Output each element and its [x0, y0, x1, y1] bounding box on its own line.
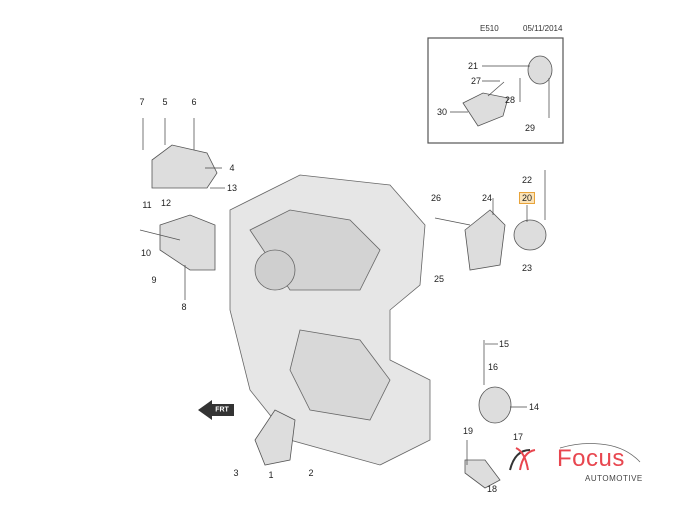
callout-2[interactable]: 2: [308, 468, 314, 478]
callout-16[interactable]: 16: [487, 362, 499, 372]
inset-frame: [427, 37, 564, 144]
lower-mount-parts: [254, 340, 512, 489]
left-mount-parts: [139, 118, 218, 300]
callout-6[interactable]: 6: [191, 97, 197, 107]
focus-logo-graphic: [509, 443, 641, 471]
callout-25[interactable]: 25: [433, 274, 445, 284]
engine-assembly: [229, 174, 431, 466]
callout-11[interactable]: 11: [142, 200, 152, 210]
callout-1[interactable]: 1: [268, 470, 274, 480]
diagram-date: 05/11/2014: [523, 24, 563, 33]
right-mount-parts: [434, 170, 547, 271]
logo-name: Focus: [557, 445, 625, 472]
front-direction-arrow: [198, 400, 234, 420]
callout-5[interactable]: 5: [162, 97, 168, 107]
callout-26[interactable]: 26: [430, 193, 442, 203]
callout-28[interactable]: 28: [504, 95, 516, 105]
front-direction-label: FRT: [215, 406, 229, 414]
inset-parts: [462, 55, 553, 127]
callout-9[interactable]: 9: [151, 275, 157, 285]
callout-24[interactable]: 24: [481, 193, 493, 203]
callout-17[interactable]: 17: [512, 432, 524, 442]
callout-3[interactable]: 3: [233, 468, 239, 478]
callout-18[interactable]: 18: [486, 484, 498, 494]
callout-22[interactable]: 22: [521, 175, 533, 185]
callout-14[interactable]: 14: [528, 402, 540, 412]
callout-12[interactable]: 12: [160, 198, 172, 208]
callout-27[interactable]: 27: [470, 76, 482, 86]
leader-lines: [205, 65, 530, 408]
callout-15[interactable]: 15: [498, 339, 510, 349]
callout-13[interactable]: 13: [226, 183, 238, 193]
callout-29[interactable]: 29: [524, 123, 536, 133]
callout-19[interactable]: 19: [462, 426, 474, 436]
callout-30[interactable]: 30: [436, 107, 448, 117]
callout-10[interactable]: 10: [140, 248, 152, 258]
logo-tagline: AUTOMOTIVE: [585, 474, 643, 483]
callout-4[interactable]: 4: [229, 163, 235, 173]
callout-20-highlighted[interactable]: 20: [518, 192, 536, 204]
callout-8[interactable]: 8: [181, 302, 187, 312]
callout-7[interactable]: 7: [139, 97, 145, 107]
callout-21[interactable]: 21: [467, 61, 479, 71]
callout-23[interactable]: 23: [521, 263, 533, 273]
diagram-code: E510: [480, 24, 499, 33]
